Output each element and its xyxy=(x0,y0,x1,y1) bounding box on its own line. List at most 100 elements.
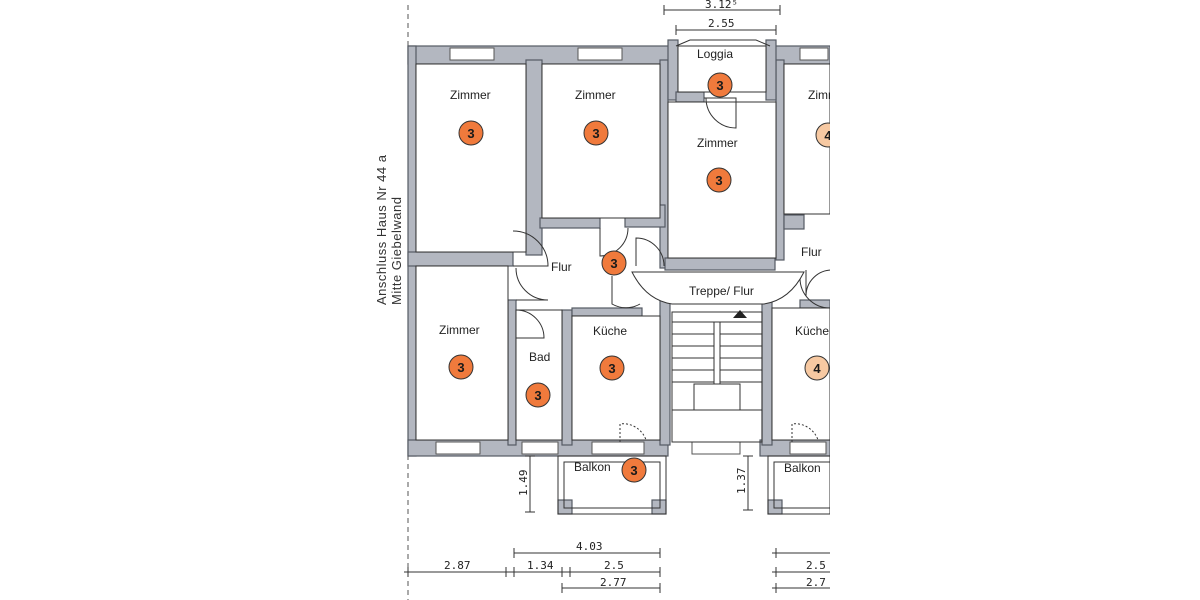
label-zimmer-3: Zimmer xyxy=(697,136,738,150)
dim-bottom-1-34: 1.34 xyxy=(527,559,554,572)
label-loggia: Loggia xyxy=(697,47,733,61)
wall-loggia-left xyxy=(667,39,679,101)
dim-bottom-right-1: 2.5 xyxy=(806,559,826,572)
svg-text:3: 3 xyxy=(457,360,464,375)
windows xyxy=(435,47,829,455)
door-z2 xyxy=(599,227,629,257)
door-kueche xyxy=(611,276,641,309)
dim-balkon-left-depth: 1.49 xyxy=(517,470,530,497)
dim-balkon-right-depth: 1.37 xyxy=(735,468,748,495)
stair-direction-arrow xyxy=(733,310,747,318)
dim-bottom-2-77: 2.77 xyxy=(600,576,627,589)
wall-balkon-right-post xyxy=(651,499,667,515)
window-z2 xyxy=(577,47,623,61)
svg-text:3: 3 xyxy=(608,361,615,376)
label-zimmer-2: Zimmer xyxy=(575,88,616,102)
window-stair xyxy=(691,441,741,455)
wall-balkon-left-post xyxy=(557,499,573,515)
wall-stair-left xyxy=(659,299,671,446)
svg-text:3: 3 xyxy=(715,173,722,188)
svg-text:3: 3 xyxy=(716,78,723,93)
window-right-top xyxy=(799,47,829,61)
door-right-kueche xyxy=(799,277,831,309)
badges: 3 3 3 3 4 3 3 3 xyxy=(448,72,841,483)
window-z4 xyxy=(435,441,481,455)
label-balkon-left: Balkon xyxy=(574,460,611,474)
window-kueche xyxy=(591,441,645,455)
door-bad xyxy=(515,309,545,339)
balkon-left-inner xyxy=(563,461,661,509)
window-bad xyxy=(521,441,559,455)
window-kueche-right xyxy=(789,441,827,455)
wall-under-z1 xyxy=(407,251,514,267)
wall-under-z3 xyxy=(664,257,776,271)
loggia-bay xyxy=(675,39,771,47)
door-balkon-left xyxy=(619,423,647,442)
label-flur-right: Flur xyxy=(801,245,822,259)
crop-mask-right xyxy=(830,0,1200,600)
badge-bad: 3 xyxy=(525,382,551,408)
badge-kueche-left: 3 xyxy=(599,355,625,381)
treppe-landing xyxy=(631,271,805,305)
badge-balkon: 3 xyxy=(621,457,647,483)
badge-loggia: 3 xyxy=(707,72,733,98)
wall-stair-right xyxy=(761,299,773,446)
balkon-left-outline xyxy=(557,455,667,515)
wall-bad-left xyxy=(507,299,517,446)
side-note: Anschluss Haus Nr 44 a Mitte Giebelwand xyxy=(374,154,404,305)
wall-bad-right xyxy=(561,309,573,446)
label-zimmer-4: Zimmer xyxy=(439,323,480,337)
door-right-flur xyxy=(805,269,833,297)
wall-right-flur xyxy=(783,214,805,230)
badge-zimmer-4: 3 xyxy=(448,354,474,380)
label-kueche-right: Küche xyxy=(795,324,829,338)
wall-loggia-bottom xyxy=(675,91,705,103)
dimension-lines xyxy=(404,5,830,593)
svg-text:3: 3 xyxy=(610,256,617,271)
badge-zimmer-2: 3 xyxy=(583,120,609,146)
room-bad xyxy=(515,309,563,441)
door-balkon-right xyxy=(791,423,819,442)
badge-flur: 3 xyxy=(601,250,627,276)
badge-zimmer-1: 3 xyxy=(458,120,484,146)
badge-kueche-right: 4 xyxy=(804,355,830,381)
svg-text:3: 3 xyxy=(630,463,637,478)
svg-text:3: 3 xyxy=(467,126,474,141)
label-zimmer-1: Zimmer xyxy=(450,88,491,102)
doors xyxy=(512,97,833,442)
side-note-line1: Anschluss Haus Nr 44 a xyxy=(374,154,389,305)
label-treppe: Treppe/ Flur xyxy=(689,284,754,298)
door-loggia xyxy=(704,97,737,129)
svg-text:4: 4 xyxy=(813,361,821,376)
stair-landing-lower xyxy=(693,383,741,411)
dim-bottom-2-87: 2.87 xyxy=(444,559,471,572)
stair-outline xyxy=(671,311,763,443)
staircase xyxy=(671,311,763,443)
wall-z3-right xyxy=(775,59,785,261)
label-balkon-right: Balkon xyxy=(784,461,821,475)
svg-text:4: 4 xyxy=(824,128,832,143)
dimension-labels: 3.12⁵ 2.55 1.49 1.37 4.03 2.87 1.34 2.5 … xyxy=(444,0,826,589)
door-z4 xyxy=(515,267,549,301)
door-z1 xyxy=(512,230,549,267)
dim-bottom-right-2: 2.7 xyxy=(806,576,826,589)
room-zimmer-4 xyxy=(415,265,509,441)
wall-balkon2-post xyxy=(767,499,783,515)
room-zimmer-1 xyxy=(415,63,527,253)
dim-top-inner: 2.55 xyxy=(708,17,735,30)
room-interiors xyxy=(415,45,831,441)
dim-bottom-4-03: 4.03 xyxy=(576,540,603,553)
dim-top-outer: 3.12⁵ xyxy=(705,0,738,11)
label-flur-left: Flur xyxy=(551,260,572,274)
badge-zimmer-3: 3 xyxy=(706,167,732,193)
wall-under-z2 xyxy=(539,217,601,229)
room-labels: Zimmer Zimmer Zimmer Zimmer Zimm Loggia … xyxy=(439,47,838,475)
wall-kueche-top xyxy=(571,307,643,317)
wall-loggia-right xyxy=(765,39,777,101)
window-z1 xyxy=(449,47,495,61)
label-kueche-left: Küche xyxy=(593,324,627,338)
wall-z2-z3 xyxy=(659,59,669,269)
svg-text:3: 3 xyxy=(592,126,599,141)
door-z3 xyxy=(635,237,665,267)
